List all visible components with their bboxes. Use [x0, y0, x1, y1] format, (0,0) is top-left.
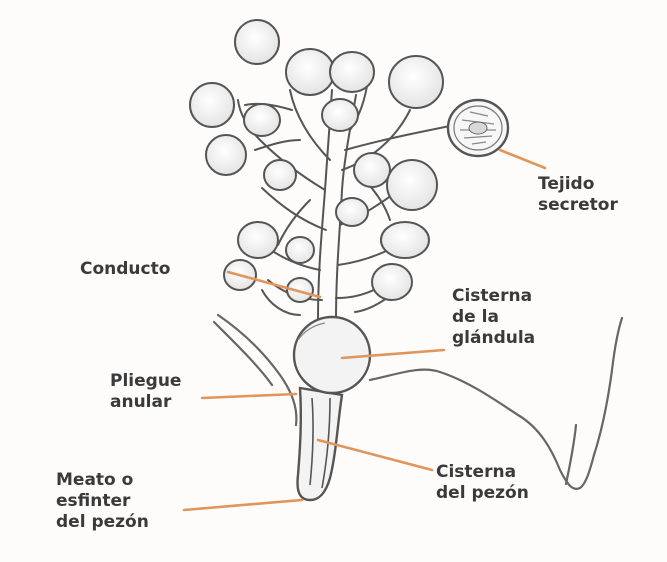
teat	[296, 386, 344, 502]
leader-tejido	[498, 148, 547, 170]
label-line: de la	[452, 307, 499, 327]
leader-pliegue	[200, 392, 298, 400]
label-meato: Meato o esfinter del pezón	[56, 470, 149, 533]
label-cisterna-glandula: Cisterna de la glándula	[452, 286, 535, 349]
label-conducto: Conducto	[80, 259, 170, 280]
secretory-tissue-detail	[446, 98, 510, 158]
label-cisterna-pezon: Cisterna del pezón	[436, 462, 529, 504]
label-line: Conducto	[80, 259, 171, 279]
label-line: Pliegue	[110, 371, 182, 391]
leader-cisterna-glandula	[340, 348, 446, 360]
leader-meato	[182, 498, 304, 512]
label-pliegue-anular: Pliegue anular	[110, 371, 181, 413]
gland-cistern	[292, 315, 372, 395]
leader-conducto	[226, 270, 322, 299]
label-line: anular	[110, 392, 172, 412]
leader-cisterna-pezon	[316, 438, 434, 472]
label-line: Cisterna	[436, 462, 517, 482]
udder-outline	[212, 313, 624, 490]
label-line: del pezón	[436, 483, 529, 503]
leader-lines	[182, 148, 547, 512]
label-line: glándula	[452, 328, 536, 348]
label-line: Tejido	[538, 174, 595, 194]
label-line: Cisterna	[452, 286, 533, 306]
label-line: del pezón	[56, 512, 149, 532]
label-line: secretor	[538, 195, 618, 215]
lobules	[189, 19, 444, 303]
label-tejido-secretor: Tejido secretor	[538, 174, 618, 216]
label-line: Meato o	[56, 470, 134, 490]
label-line: esfinter	[56, 491, 131, 511]
